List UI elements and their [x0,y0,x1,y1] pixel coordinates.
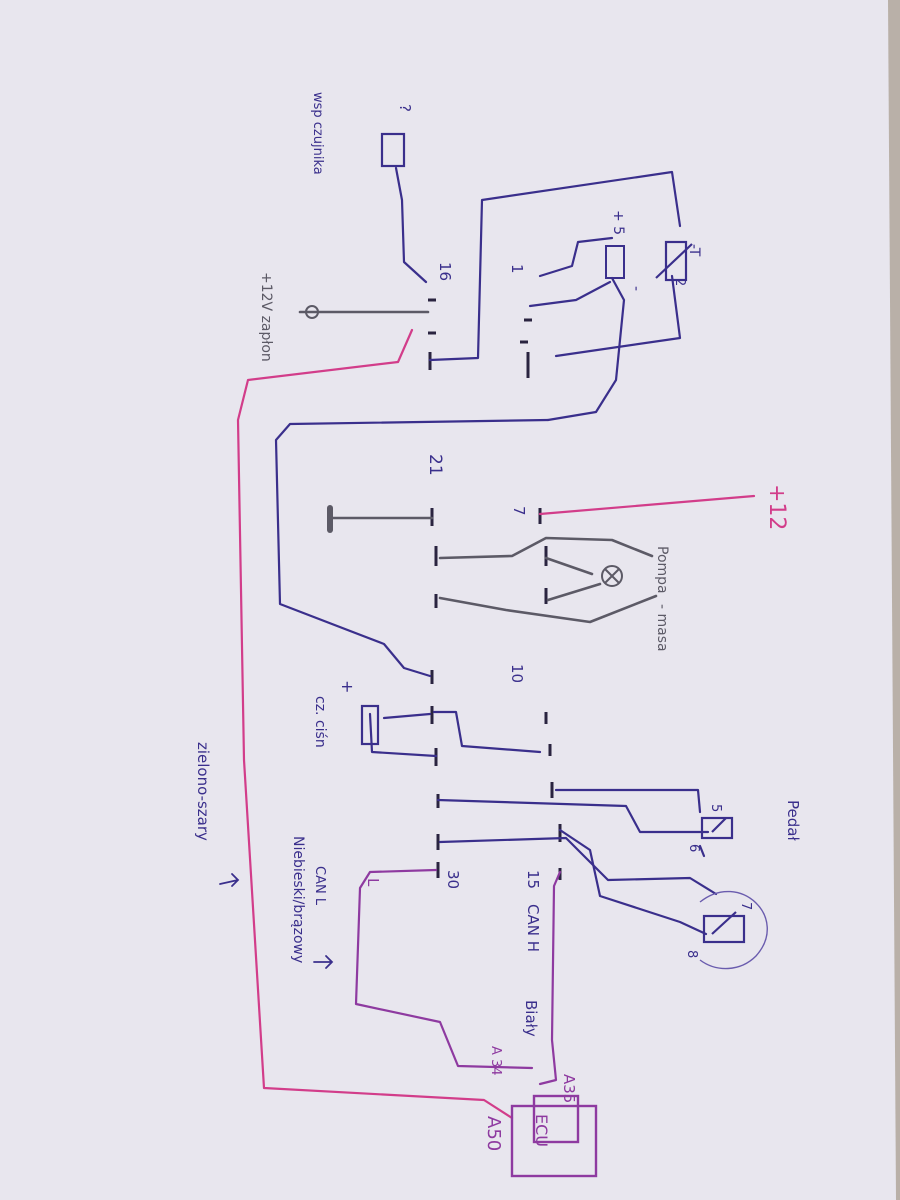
a34-label: A 34 [488,1046,503,1076]
pin-30-label: 30 [444,870,462,889]
pedal-sensor-2-icon [699,890,768,970]
pin-10-label: 10 [508,664,526,683]
pedal-sensor-1-icon [700,816,734,840]
pin-6-label: 6 [686,844,701,852]
pressure-sensor-icon [360,704,380,746]
ignition-terminal-icon [305,305,319,319]
niebieski-brazowy-label: Niebieski/brązowy [290,836,306,963]
minus-label: - [628,286,644,291]
a50-label: A50 [483,1116,504,1151]
relay-icon [605,245,625,279]
pin-2-label: 2 [672,278,687,286]
plus-5-label: + 5 [610,210,626,235]
pin-15-label: 15 [524,870,542,889]
pin-8-label: 8 [684,950,699,958]
pin-21-label: 21 [425,454,445,476]
gray-wires [298,310,658,624]
connector-pins [428,298,562,880]
a35-label: A35 [560,1074,578,1103]
pin-1-label: 1 [508,264,526,274]
purple-wires [354,868,562,1086]
pink-wires [236,328,756,1120]
pedal-label: Pedał [784,800,802,841]
wsp-czujnika-label: wsp czujnika [310,92,325,175]
can-l-label: CAN L [312,866,327,906]
bialy-label: Biały [522,1000,540,1037]
zaplon-label: +12V zapłon [258,272,274,362]
can-h-label: CAN H [524,904,542,952]
plus-12-label: +12 [764,484,789,530]
pin-7-label: 7 [510,506,528,516]
plus-label: + [338,680,357,693]
cz-cisn-label: cz. ciśn [312,696,328,748]
l-label: L [364,878,382,887]
pump-icon [601,565,623,587]
blue-wires [274,166,718,936]
arrow-icons [219,873,334,969]
ecu-box [510,1094,598,1178]
pompa-label: Pompa [654,546,670,594]
zielono-szary-label: zielono-szary [194,742,212,841]
t-label: -T [686,244,702,257]
masa-label: - masa [654,604,670,652]
temp-sensor-icon [380,132,406,168]
question-label: ? [396,104,414,112]
pin-16-label: 16 [436,262,454,281]
ecu-label: ECU [532,1114,551,1147]
pin-5-label: 5 [708,804,723,812]
pin-7b-label: 7 [738,902,753,910]
temperature-resistor-icon [655,240,693,282]
